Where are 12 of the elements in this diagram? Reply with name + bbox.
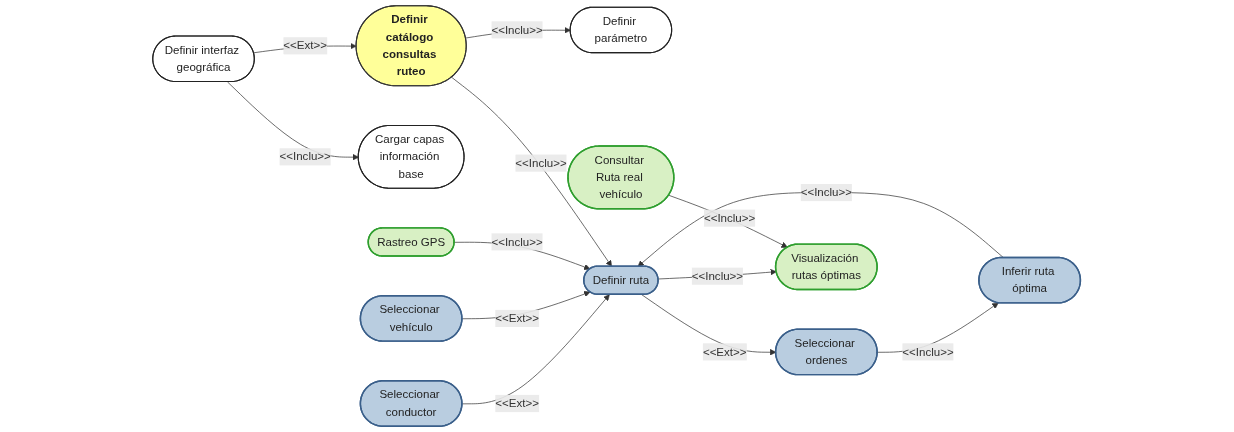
edge-label: <<Inclu>> — [902, 345, 955, 358]
edge-label: <<Inclu>> — [491, 235, 544, 248]
edge-label: <<Ext>> — [495, 311, 540, 325]
edge-label: <<Ext>> — [495, 397, 540, 410]
edge-label: <<Inclu>> — [692, 269, 744, 282]
edge-label: <<Ext>> — [703, 345, 747, 358]
edge-label: <<Inclu>> — [491, 23, 544, 36]
edge-label: <<Inclu>> — [279, 150, 332, 163]
edge-label: <<Inclu>> — [801, 186, 853, 199]
edge-label: <<Inclu>> — [515, 156, 568, 169]
edge-label: <<Inclu>> — [704, 211, 756, 224]
edge-label: <<Ext>> — [283, 39, 328, 52]
